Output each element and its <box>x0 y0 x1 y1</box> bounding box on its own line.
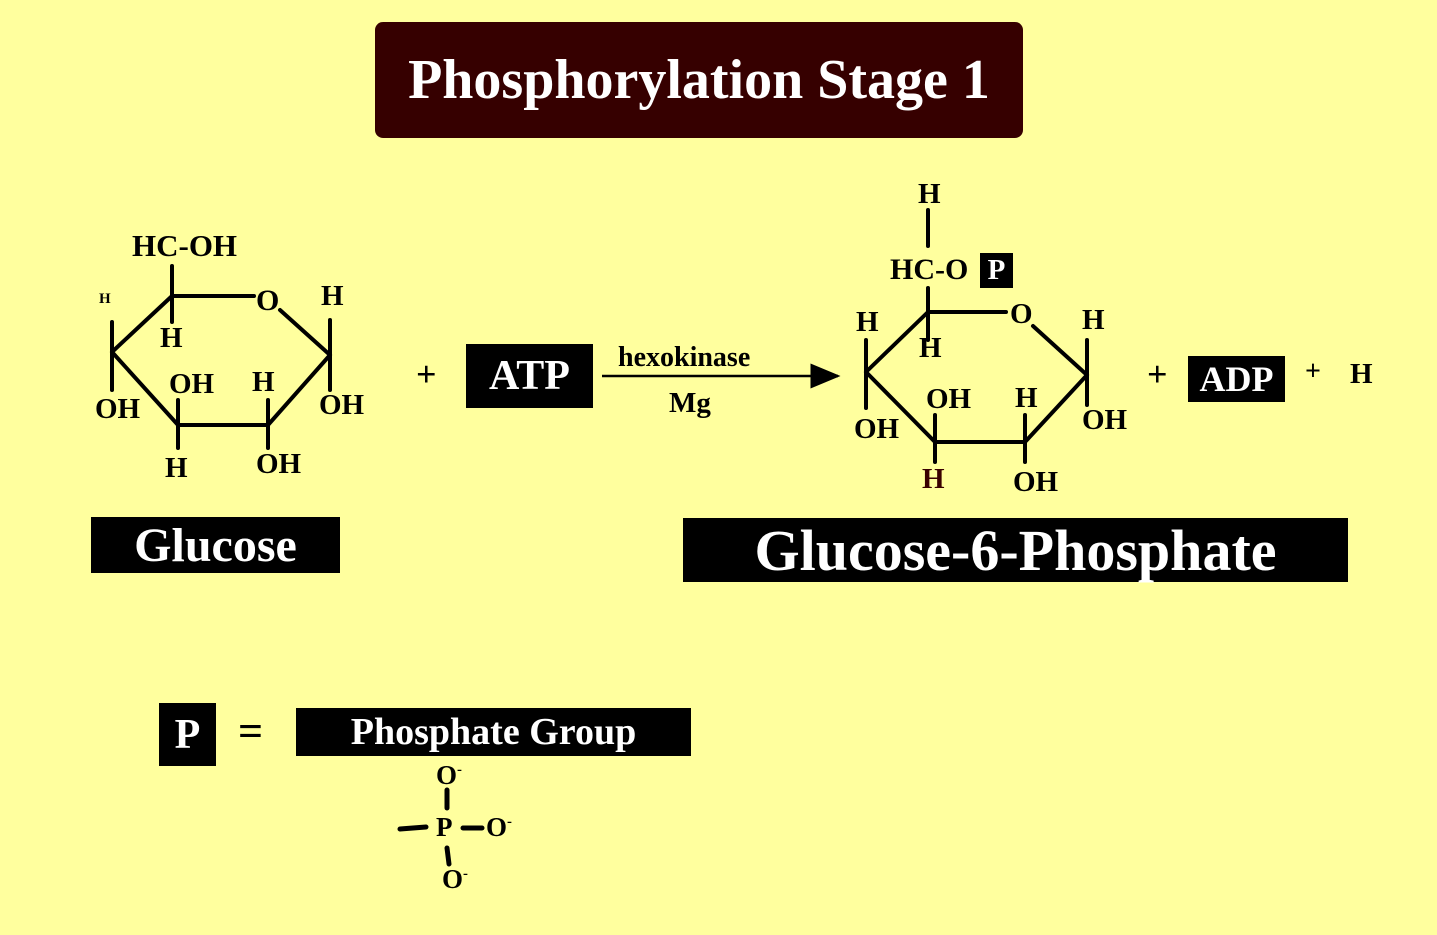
g6p-oh-left: OH <box>854 413 900 445</box>
glucose-oh-c4: OH <box>169 368 215 400</box>
glucose-h-bottom: H <box>165 452 188 484</box>
phosphate-p-center: P <box>436 812 453 842</box>
glucose-ring-oxygen: O <box>256 284 280 317</box>
legend-label-text: Phosphate Group <box>350 711 637 753</box>
glucose-oh-right: OH <box>319 389 365 421</box>
g6p-oh-c4: OH <box>926 383 972 415</box>
g6p-h-c3: H <box>1015 382 1038 414</box>
g6p-ch2-o-label: HC-O <box>890 253 969 286</box>
plus-sign: + <box>416 354 437 394</box>
phosphate-o-right: O- <box>486 812 512 842</box>
phosphate-bonds <box>397 787 485 867</box>
g6p-h-c5: H <box>919 332 942 364</box>
adp-label: ADP <box>1199 359 1274 399</box>
atp-label: ATP <box>489 353 570 399</box>
g6p-label-text: Glucose-6-Phosphate <box>754 517 1277 583</box>
phosphate-o-bottom: O- <box>442 864 468 894</box>
plus-sign-3: + <box>1305 356 1321 387</box>
glucose-oh-left: OH <box>95 393 141 425</box>
g6p-h-anomeric: H <box>1082 304 1105 336</box>
g6p-oh-bottom: OH <box>1013 466 1059 498</box>
phosphate-o-top: O- <box>436 760 462 790</box>
page-title: Phosphorylation Stage 1 <box>375 22 1023 138</box>
g6p-h-left: H <box>856 306 879 338</box>
g6p-h-bottom: H <box>922 463 945 495</box>
g6p-p-badge-text: P <box>987 254 1006 286</box>
g6p-top-h: H <box>918 178 941 210</box>
g6p-ring <box>864 208 1089 464</box>
plus-sign-2: + <box>1147 354 1168 394</box>
glucose-ch2oh-label: HC-OH <box>132 228 238 263</box>
glucose-h-small: H <box>99 291 111 307</box>
g6p-phosphate-badge: P <box>980 253 1013 288</box>
glucose-h-c3: H <box>252 366 275 398</box>
glucose-h-c5: H <box>160 322 183 354</box>
g6p-oh-right: OH <box>1082 404 1128 436</box>
enzyme-label: hexokinase <box>618 342 751 373</box>
hydrogen-ion: H <box>1350 358 1373 390</box>
adp-box: ADP <box>1188 356 1285 402</box>
title-text: Phosphorylation Stage 1 <box>408 49 990 111</box>
glucose-ring <box>110 264 332 450</box>
cofactor-label: Mg <box>669 387 711 419</box>
g6p-label: Glucose-6-Phosphate <box>683 517 1348 583</box>
legend-label: Phosphate Group <box>296 708 691 756</box>
legend-p-text: P <box>174 711 201 758</box>
legend-p-symbol: P <box>159 703 216 766</box>
glucose-label-text: Glucose <box>134 518 297 572</box>
legend-equals: = <box>238 707 264 756</box>
atp-box: ATP <box>466 344 593 408</box>
glucose-label: Glucose <box>91 517 340 573</box>
glucose-oh-bottom: OH <box>256 448 302 480</box>
g6p-ring-oxygen: O <box>1010 298 1033 330</box>
glucose-h-anomeric: H <box>321 280 344 312</box>
